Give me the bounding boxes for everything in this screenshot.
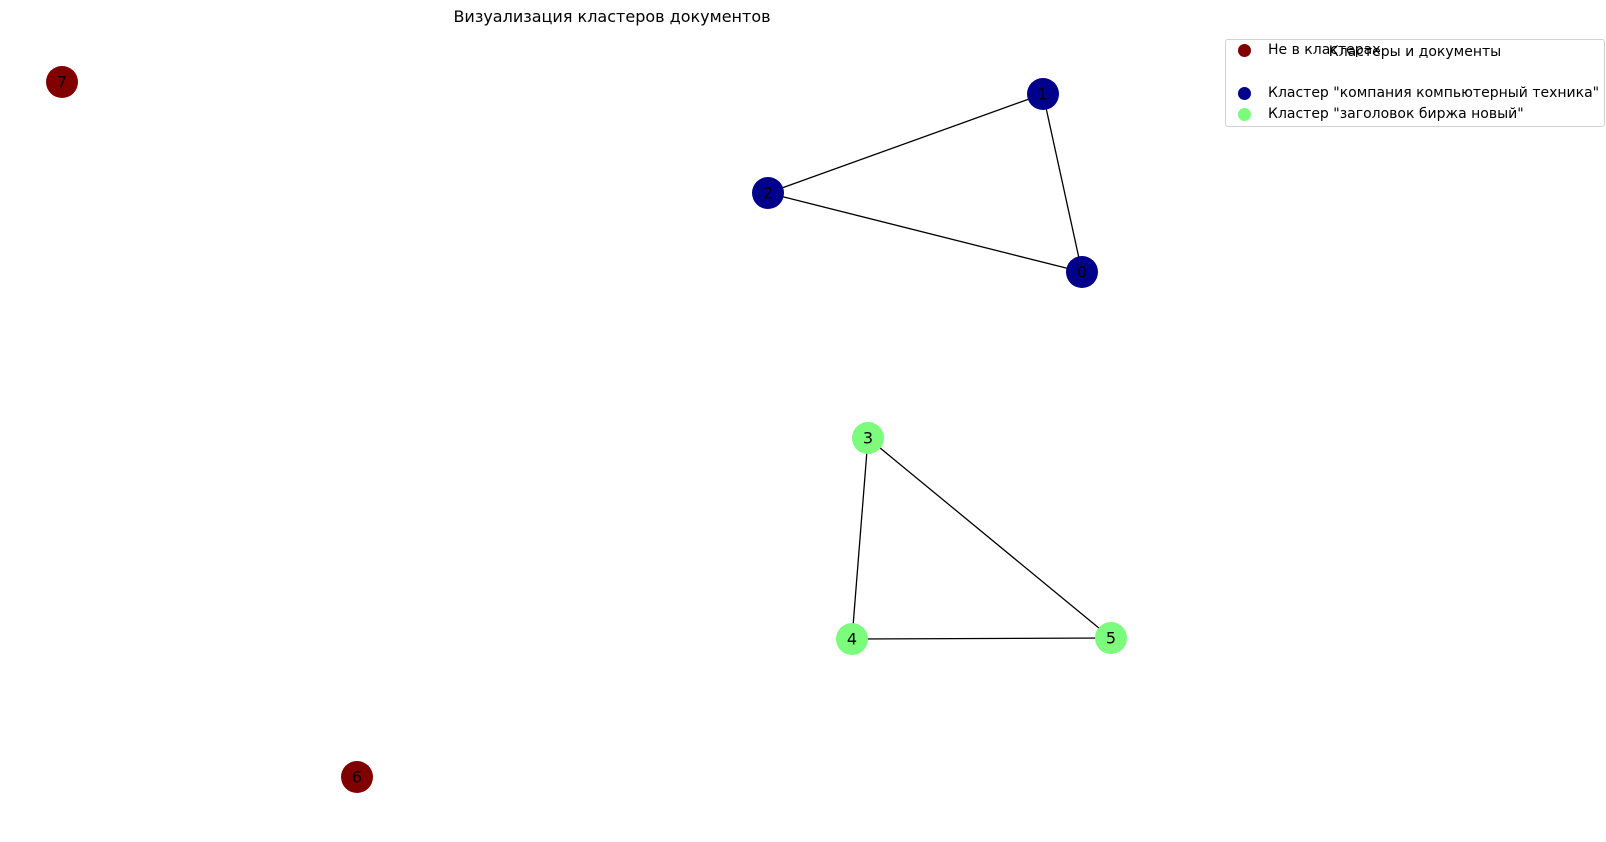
- node-circle: [341, 761, 373, 793]
- node-circle: [752, 177, 784, 209]
- node-label: 0: [1077, 263, 1087, 282]
- legend: Кластеры и документы Кластер "компания к…: [1225, 39, 1605, 127]
- node-circle: [46, 66, 78, 98]
- legend-item-cluster-computer: Кластер "компания компьютерный техника": [1238, 83, 1599, 103]
- legend-label: Не в кластерах: [1268, 41, 1381, 58]
- edge-2-0: [767, 192, 1083, 273]
- node-circle: [852, 422, 884, 454]
- legend-label: Кластер "заголовок биржа новый": [1268, 105, 1524, 122]
- node-7: 7: [46, 66, 78, 98]
- legend-marker-maroon-icon: [1238, 43, 1251, 57]
- node-label: 1: [1038, 85, 1048, 104]
- node-1: 1: [1027, 78, 1059, 110]
- chart-title: Визуализация кластеров документов: [453, 7, 771, 26]
- edge-layer: [767, 93, 1112, 640]
- edge-3-5: [867, 437, 1112, 639]
- node-circle: [836, 623, 868, 655]
- legend-marker-navy-icon: [1238, 86, 1251, 100]
- node-3: 3: [852, 422, 884, 454]
- edge-1-2: [767, 93, 1044, 194]
- node-label: 4: [847, 630, 857, 649]
- node-label: 2: [763, 184, 773, 203]
- node-4: 4: [836, 623, 868, 655]
- edge-4-5: [851, 637, 1112, 640]
- edge-3-4: [851, 437, 869, 640]
- legend-label: Кластер "компания компьютерный техника": [1268, 84, 1600, 101]
- node-0: 0: [1066, 256, 1098, 288]
- edge-1-0: [1042, 93, 1083, 273]
- node-label: 7: [57, 73, 67, 92]
- node-circle: [1027, 78, 1059, 110]
- legend-title: Кластеры и документы: [1328, 44, 1502, 60]
- node-label: 5: [1106, 629, 1116, 648]
- node-circle: [1095, 622, 1127, 654]
- node-circle: [1066, 256, 1098, 288]
- node-label: 6: [352, 768, 362, 787]
- node-2: 2: [752, 177, 784, 209]
- legend-marker-green-icon: [1238, 107, 1251, 121]
- legend-item-cluster-exchange: Кластер "заголовок биржа новый": [1238, 104, 1524, 124]
- node-layer: 0 1 2 3 4 5 6 7: [46, 66, 1127, 793]
- legend-item-unclustered: Не в кластерах: [1238, 40, 1381, 60]
- node-5: 5: [1095, 622, 1127, 654]
- node-6: 6: [341, 761, 373, 793]
- node-label: 3: [863, 429, 873, 448]
